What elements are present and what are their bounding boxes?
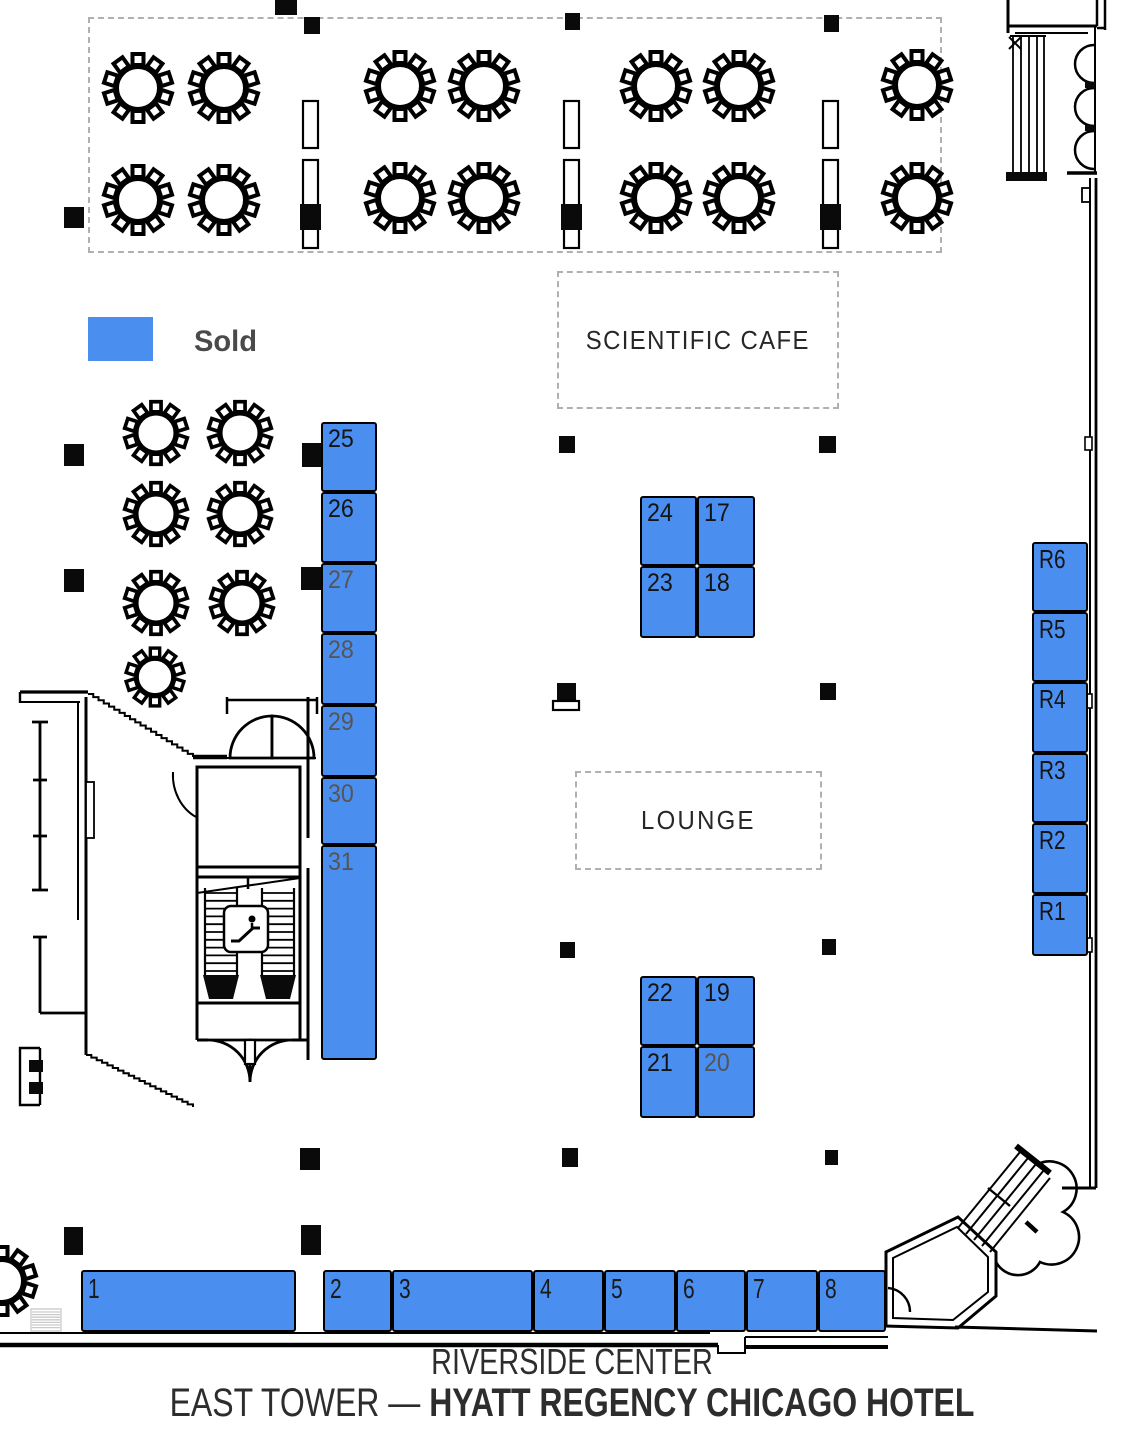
booth-27[interactable]: 27 xyxy=(321,563,377,633)
bottom-right-vestibule xyxy=(884,1143,1098,1333)
booth-R1[interactable]: R1 xyxy=(1032,894,1088,956)
booth-R2[interactable]: R2 xyxy=(1032,823,1088,894)
booth-1[interactable]: 1 xyxy=(81,1270,296,1332)
scientific-cafe-region: SCIENTIFIC CAFE xyxy=(557,271,839,409)
booth-2[interactable]: 2 xyxy=(323,1270,392,1332)
booth-8[interactable]: 8 xyxy=(818,1270,886,1332)
booth-26[interactable]: 26 xyxy=(321,492,377,563)
booth-R6[interactable]: R6 xyxy=(1032,542,1088,612)
booth-7[interactable]: 7 xyxy=(746,1270,818,1332)
left-stair-structure xyxy=(18,690,194,1107)
structural-pillars xyxy=(64,0,841,1255)
escalator-icon xyxy=(222,904,270,954)
booth-4[interactable]: 4 xyxy=(533,1270,604,1332)
booth-20[interactable]: 20 xyxy=(697,1046,755,1118)
legend-sold-swatch xyxy=(88,317,153,361)
booth-21[interactable]: 21 xyxy=(640,1046,697,1118)
booth-R4[interactable]: R4 xyxy=(1032,682,1088,753)
lounge-region: LOUNGE xyxy=(575,771,822,870)
booth-19[interactable]: 19 xyxy=(697,976,755,1046)
booth-28[interactable]: 28 xyxy=(321,633,377,705)
booth-25[interactable]: 25 xyxy=(321,422,377,492)
top-right-entrance xyxy=(1006,0,1107,203)
plan-title-line1: RIVERSIDE CENTER xyxy=(431,1341,713,1382)
banquet-seating-region xyxy=(88,17,942,253)
booth-24[interactable]: 24 xyxy=(640,496,697,566)
plan-title-line2: EAST TOWER — HYATT REGENCY CHICAGO HOTEL xyxy=(169,1381,975,1426)
floor-outlet-icon xyxy=(551,683,581,712)
bottom-wall xyxy=(0,1332,888,1354)
booth-5[interactable]: 5 xyxy=(604,1270,676,1332)
booth-17[interactable]: 17 xyxy=(697,496,755,566)
booth-3[interactable]: 3 xyxy=(392,1270,533,1332)
scientific-cafe-label: SCIENTIFIC CAFE xyxy=(585,324,811,355)
legend-sold-label: Sold xyxy=(194,325,258,358)
booth-R5[interactable]: R5 xyxy=(1032,612,1088,682)
booth-30[interactable]: 30 xyxy=(321,777,377,845)
booth-31[interactable]: 31 xyxy=(321,845,377,1060)
booth-6[interactable]: 6 xyxy=(676,1270,746,1332)
plan-title: RIVERSIDE CENTER EAST TOWER — HYATT REGE… xyxy=(0,1341,1144,1426)
floor-hatch-mat xyxy=(30,1308,62,1332)
booth-18[interactable]: 18 xyxy=(697,566,755,638)
booth-23[interactable]: 23 xyxy=(640,566,697,638)
booth-R3[interactable]: R3 xyxy=(1032,753,1088,823)
lounge-label: LOUNGE xyxy=(641,805,756,835)
booth-22[interactable]: 22 xyxy=(640,976,697,1046)
booth-29[interactable]: 29 xyxy=(321,705,377,777)
escalator-core xyxy=(171,697,319,1083)
